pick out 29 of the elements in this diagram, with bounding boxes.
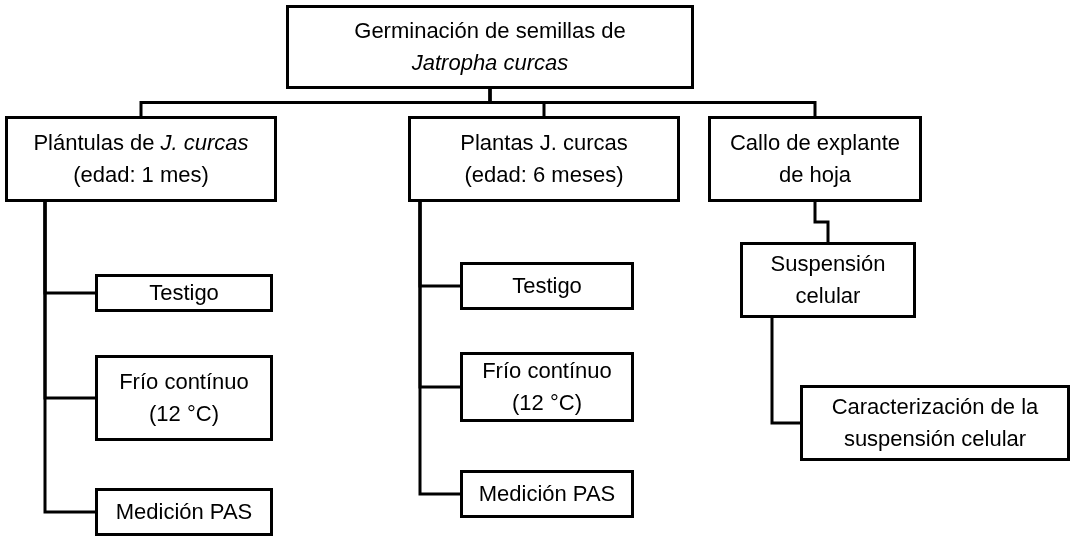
box-label: Frío contínuo (12 °C) — [481, 357, 613, 417]
box-label: Germinación de semillas de Jatropha curcas — [353, 17, 627, 77]
connector-line — [418, 202, 460, 496]
connector-line — [813, 202, 830, 242]
connector-line — [770, 318, 800, 425]
process-box — [708, 116, 922, 202]
process-box — [286, 5, 694, 89]
process-box — [800, 385, 1070, 461]
process-box — [460, 470, 634, 518]
box-label: Plantas J. curcas (edad: 6 meses) — [459, 129, 629, 189]
box-label: Suspensión celular — [769, 250, 887, 310]
box-label: Testigo — [512, 272, 582, 301]
process-box — [5, 116, 277, 202]
box-label: Plántulas de J. curcas (edad: 1 mes) — [32, 129, 250, 189]
box-label: Caracterización de la suspensión celular — [830, 393, 1040, 453]
box-label: Frío contínuo (12 °C) — [118, 368, 250, 428]
box-label: Callo de explante de hoja — [729, 129, 901, 189]
process-box — [460, 262, 634, 310]
box-label: Medición PAS — [478, 480, 616, 509]
connector-line — [43, 202, 95, 514]
process-box — [408, 116, 680, 202]
box-label: Testigo — [149, 279, 219, 308]
process-box — [740, 242, 916, 318]
connector-line — [488, 89, 817, 116]
process-box — [95, 274, 273, 312]
process-box — [460, 352, 634, 422]
process-box — [95, 488, 273, 536]
process-box — [95, 355, 273, 441]
box-label: Medición PAS — [115, 498, 253, 527]
